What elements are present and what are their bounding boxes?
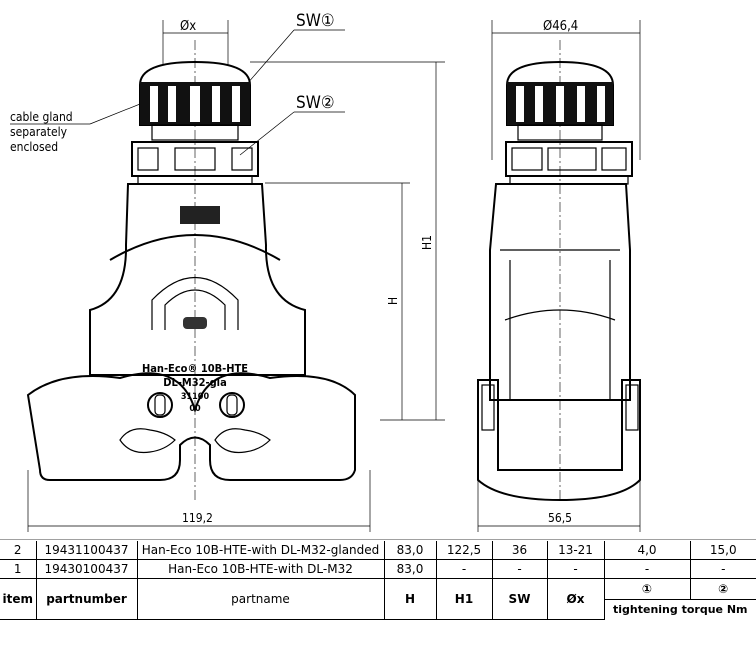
dimension-h: H	[265, 182, 445, 421]
table-rows-1-ox: -	[546, 559, 605, 579]
table-headers-H: H	[383, 578, 437, 620]
table-rows-0-H1: 122,5	[435, 541, 493, 560]
table-rows-0-partname: Han-Eco 10B-HTE-with DL-M32-glanded	[136, 541, 385, 560]
table-headers-t2: ②	[689, 578, 756, 600]
drawing-cable_gland_note-2: enclosed	[10, 140, 58, 154]
table-rows-0-SW: 36	[491, 541, 548, 560]
drawing-dim_h: H	[386, 297, 400, 305]
table-rows-0-t1: 4,0	[603, 541, 691, 560]
table-rows-1-H1: -	[435, 559, 493, 579]
table-rows-1-partname: Han-Eco 10B-HTE-with DL-M32	[136, 559, 385, 579]
dimension-ox: Øx	[162, 19, 229, 65]
table-headers-ox: Øx	[546, 578, 605, 620]
table-headers-SW: SW	[491, 578, 548, 620]
drawing-product_label-2: 31100	[181, 392, 210, 402]
table-rows-1-SW: -	[491, 559, 548, 579]
technical-drawing: Øx Ø46,4 SW① SW② cable gland separately …	[0, 11, 756, 540]
table-rows-0-t2: 15,0	[689, 541, 756, 560]
front-view: Han-Eco® 10B-HTE DL-M32-gla 31100 00	[26, 40, 356, 500]
table-rows-1-item: 1	[0, 559, 37, 579]
dimension-width-front: 119,2	[27, 470, 371, 532]
side-view	[477, 40, 641, 502]
table-headers-t1: ①	[603, 578, 691, 600]
dim-d464-label: Ø46,4	[543, 19, 578, 34]
drawing-dim_width_front: 119,2	[182, 511, 213, 525]
table-rows-1-partnumber: 19430100437	[35, 559, 138, 579]
dim-ox-label: Øx	[180, 19, 196, 34]
torque-header: tightening torque Nm	[604, 598, 756, 620]
table-rows-0-partnumber: 19431100437	[35, 541, 138, 560]
drawing-dim_h1: H1	[420, 235, 434, 250]
drawing-cable_gland_note-1: separately	[10, 125, 68, 139]
table-rows-0-ox: 13-21	[546, 541, 605, 560]
table-rows-1-H: 83,0	[383, 559, 437, 579]
table-headers-item: item	[0, 578, 37, 620]
table-headers-H1: H1	[435, 578, 493, 620]
table-rows-0-item: 2	[0, 541, 37, 560]
dimension-width-side: 56,5	[477, 480, 641, 532]
sw1-label: SW①	[296, 11, 335, 31]
product-label: Han-Eco® 10B-HTE	[142, 362, 248, 375]
cable-gland-note: cable gland separately enclosed	[10, 99, 151, 154]
drawing-dim_width_side: 56,5	[548, 511, 572, 525]
table-rows-1-t2: -	[689, 559, 756, 579]
table-rows-0-H: 83,0	[383, 541, 437, 560]
dimension-h1: H1	[250, 61, 445, 420]
table-headers-partnumber: partnumber	[35, 578, 138, 620]
drawing-product_label-1: DL-M32-gla	[163, 376, 227, 389]
dimension-d464: Ø46,4	[491, 19, 641, 160]
table-headers-partname: partname	[136, 578, 385, 620]
sw2-label: SW②	[296, 93, 335, 113]
drawing-cable_gland_note-0: cable gland	[10, 110, 73, 124]
drawing-product_label-3: 00	[189, 404, 201, 414]
table-rows-1-t1: -	[603, 559, 691, 579]
